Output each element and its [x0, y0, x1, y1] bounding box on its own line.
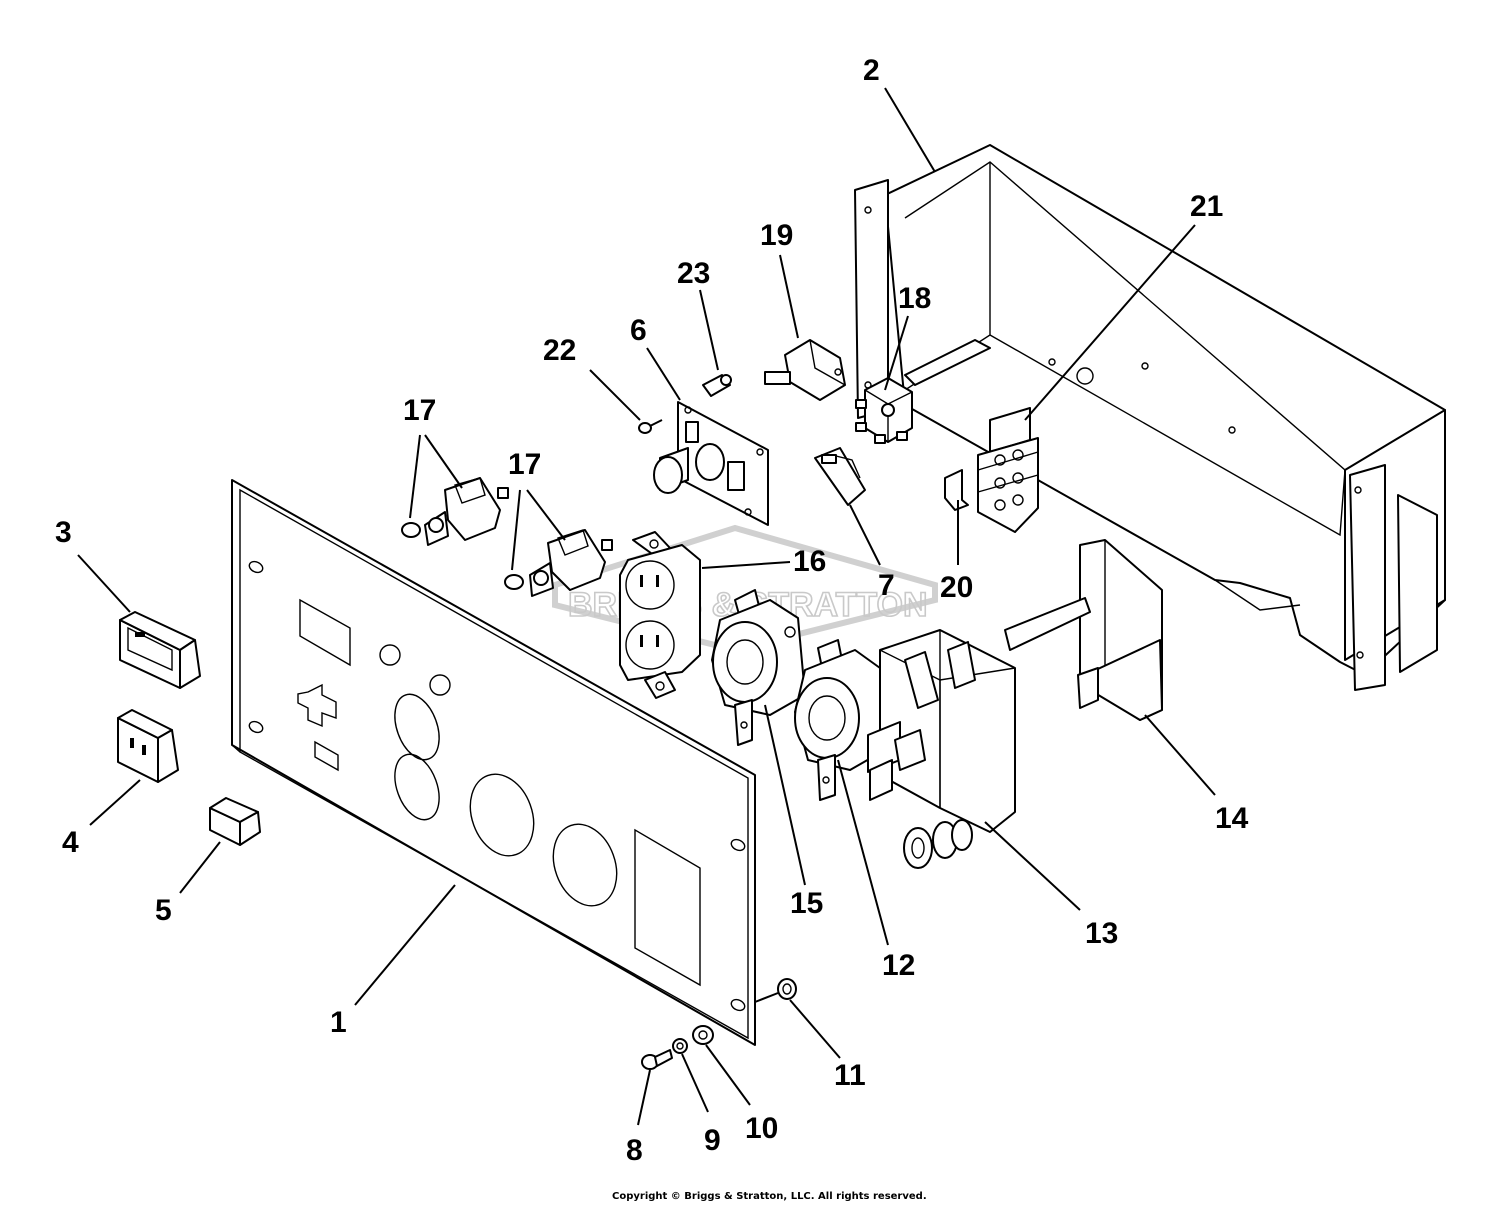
callout-14: 14	[1215, 802, 1249, 835]
callout-3: 3	[55, 516, 72, 549]
part-11-star-washer	[754, 978, 841, 1059]
callout-16: 16	[793, 545, 826, 578]
part-2-control-box	[854, 87, 1446, 691]
callout-12: 12	[882, 949, 915, 982]
callout-18: 18	[898, 282, 931, 315]
part-19-rectifier	[764, 254, 846, 401]
callout-21: 21	[1190, 190, 1223, 223]
part-18-bridge	[855, 315, 913, 444]
part-1-front-panel	[231, 479, 756, 1046]
callout-15: 15	[790, 887, 823, 920]
copyright-notice: Copyright © Briggs & Stratton, LLC. All …	[612, 1191, 927, 1202]
callout-20: 20	[940, 571, 973, 604]
part-17-circuit-breaker-upper	[401, 434, 509, 546]
callout-13: 13	[1085, 917, 1118, 950]
part-13-main-breaker	[867, 629, 1081, 911]
callout-1: 1	[330, 1006, 347, 1039]
callout-2: 2	[863, 54, 880, 87]
callout-6: 6	[630, 314, 647, 347]
callout-11: 11	[834, 1059, 866, 1092]
callout-22: 22	[543, 334, 576, 367]
part-20-clip	[944, 469, 969, 565]
part-5-rocker-switch	[179, 797, 261, 894]
part-12-twist-lock-receptacle	[794, 639, 889, 946]
callout-23: 23	[677, 257, 710, 290]
callout-7: 7	[878, 569, 895, 602]
part-8-screw	[637, 1049, 673, 1126]
callout-9: 9	[704, 1124, 721, 1157]
callout-17-lower: 17	[508, 448, 541, 481]
part-9-lock-washer	[672, 1038, 709, 1113]
part-22-screw	[589, 369, 663, 434]
part-23-standoff	[699, 289, 732, 397]
callout-4: 4	[62, 826, 79, 859]
part-16-duplex-receptacle	[619, 531, 791, 699]
callout-10: 10	[745, 1112, 778, 1145]
part-21-terminal-block	[977, 224, 1196, 533]
part-17-circuit-breaker-lower	[504, 489, 613, 597]
callout-5: 5	[155, 894, 172, 927]
part-10-flat-washer	[692, 1025, 751, 1106]
callout-19: 19	[760, 219, 793, 252]
part-14-bracket	[1004, 539, 1216, 796]
callout-8: 8	[626, 1134, 643, 1167]
part-6-circuit-board	[646, 347, 769, 526]
part-3-hour-meter	[77, 554, 201, 689]
part-7-idle-switch	[814, 447, 881, 566]
part-4-small-switch	[89, 709, 179, 826]
callout-17-upper: 17	[403, 394, 436, 427]
callout-labels: 1 2 3 4 5 6 7 8 9 10 11 12 13 14 15 16 1…	[55, 54, 1249, 1167]
part-15-twist-lock-receptacle	[711, 589, 806, 886]
